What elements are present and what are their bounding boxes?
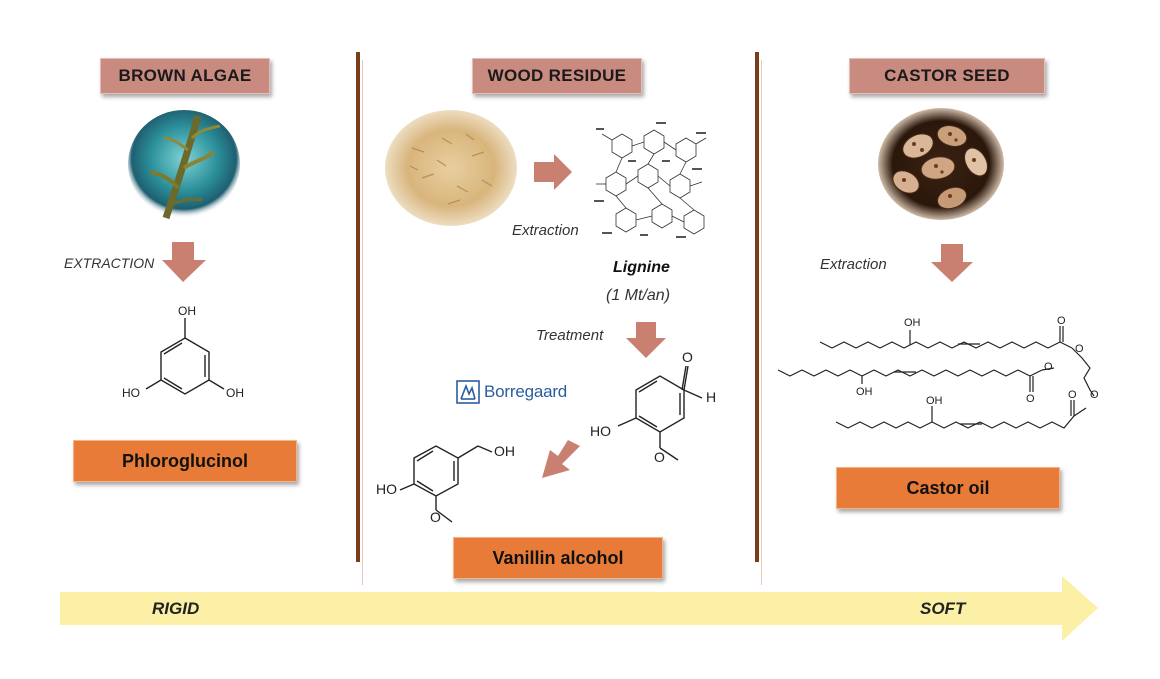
column-divider-left <box>356 52 360 562</box>
brown-algae-photo <box>128 110 240 220</box>
castor-extraction-arrow <box>931 244 973 282</box>
vanillin-aldehyde-o-methoxy: O <box>654 449 665 465</box>
treatment-arrow <box>626 322 666 358</box>
vanillin-alcohol-oh: OH <box>494 443 515 459</box>
brown-algae-extraction-arrow <box>162 242 206 282</box>
vanillin-alcohol-structure: OH HO O <box>376 443 515 525</box>
vanillin-alcohol-ho: HO <box>376 481 397 497</box>
vanillin-alcohol-product-box: Vanillin alcohol <box>453 537 663 579</box>
phloroglucinol-structure: OH HO OH <box>122 304 244 400</box>
wood-residue-header: WOOD RESIDUE <box>472 58 642 94</box>
castor-oil-o-4: O <box>1026 393 1035 405</box>
lignin-structure <box>594 122 707 238</box>
castor-extraction-label: Extraction <box>820 256 887 273</box>
castor-oil-oh-2: OH <box>856 386 873 398</box>
vanillin-alcohol-o-methoxy: O <box>430 509 441 525</box>
treatment-label: Treatment <box>536 327 604 344</box>
castor-oil-product-box: Castor oil <box>836 467 1060 509</box>
phloroglucinol-oh-right: OH <box>226 386 244 400</box>
axis-label-soft: SOFT <box>920 599 966 618</box>
phloroglucinol-ho-left: HO <box>122 386 140 400</box>
castor-oil-o-1: O <box>1057 315 1066 327</box>
brown-algae-header: BROWN ALGAE <box>100 58 270 94</box>
column-divider-right-shadow <box>761 60 762 585</box>
castor-seed-photo <box>878 108 1004 220</box>
lignin-name: Lignine <box>613 259 670 276</box>
column-divider-left-shadow <box>362 60 363 585</box>
axis-label-rigid: RIGID <box>152 599 200 618</box>
wood-extraction-label: Extraction <box>512 222 579 239</box>
borregaard-logo-text: Borregaard <box>484 382 568 401</box>
vanillin-aldehyde-h: H <box>706 389 716 405</box>
castor-seed-header: CASTOR SEED <box>849 58 1045 94</box>
castor-oil-o-6: O <box>1068 389 1077 401</box>
castor-oil-o-5: O <box>1090 389 1099 401</box>
castor-oil-o-2: O <box>1075 343 1084 355</box>
wood-residue-photo <box>385 110 517 226</box>
brown-algae-extraction-label: EXTRACTION <box>64 255 155 271</box>
reduction-arrow <box>542 440 580 478</box>
castor-oil-o-3: O <box>1044 361 1053 373</box>
castor-oil-triglyceride-structure: OH OH OH O O O O O O <box>777 315 1099 429</box>
vanillin-aldehyde-structure: O H HO O <box>590 349 716 465</box>
wood-to-lignin-arrow <box>534 154 572 190</box>
phloroglucinol-product-box: Phloroglucinol <box>73 440 297 482</box>
lignin-amount: (1 Mt/an) <box>606 287 671 304</box>
borregaard-logo-icon <box>456 380 480 404</box>
phloroglucinol-oh-top: OH <box>178 304 196 318</box>
vanillin-aldehyde-o: O <box>682 349 693 365</box>
column-divider-right <box>755 52 759 562</box>
castor-oil-oh-1: OH <box>904 317 921 329</box>
castor-oil-oh-3: OH <box>926 395 943 407</box>
vanillin-aldehyde-ho: HO <box>590 423 611 439</box>
